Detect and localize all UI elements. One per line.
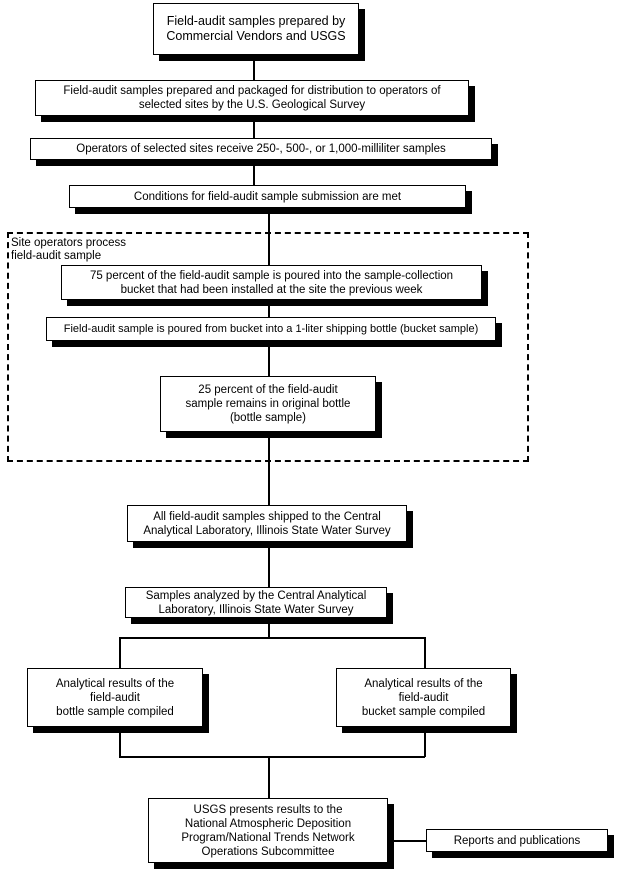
connector-line: [268, 300, 270, 317]
connector-line: [268, 208, 270, 265]
connector-line: [268, 542, 270, 587]
node-packaged-by-usgs: Field-audit samples prepared and package…: [35, 80, 469, 116]
connector-line: [268, 618, 270, 638]
node-prepared-by-vendors: Field-audit samples prepared by Commerci…: [153, 3, 359, 55]
site-operators-group: [7, 232, 529, 462]
group-label-line: Site operators process: [11, 237, 127, 249]
node-text: Reports and publications: [453, 834, 581, 847]
group-label: Site operators process field-audit sampl…: [11, 237, 181, 263]
connector-line: [253, 116, 255, 138]
node-bottle-results: Analytical results of the field-audit bo…: [27, 668, 203, 727]
node-bucket-results: Analytical results of the field-audit bu…: [336, 668, 511, 727]
connector-line: [424, 727, 426, 757]
connector-line: [119, 637, 425, 639]
node-text: Samples analyzed by the Central Analytic…: [145, 589, 367, 616]
node-poured-into-shipping-bottle: Field-audit sample is poured from bucket…: [46, 317, 496, 341]
node-text: Conditions for field-audit sample submis…: [133, 190, 402, 203]
node-poured-75-percent: 75 percent of the field-audit sample is …: [61, 265, 482, 300]
node-text: USGS presents results to the National At…: [181, 803, 355, 858]
connector-line: [268, 756, 270, 798]
connector-line: [119, 756, 425, 758]
connector-line: [253, 55, 255, 80]
connector-line: [253, 160, 255, 185]
node-text: 75 percent of the field-audit sample is …: [89, 269, 454, 296]
node-conditions-met: Conditions for field-audit sample submis…: [69, 185, 466, 208]
node-shipped-to-lab: All field-audit samples shipped to the C…: [127, 505, 407, 542]
connector-line: [268, 341, 270, 376]
node-samples-analyzed: Samples analyzed by the Central Analytic…: [125, 587, 387, 618]
node-operators-receive: Operators of selected sites receive 250-…: [30, 138, 492, 160]
node-text: Field-audit samples prepared and package…: [63, 85, 441, 111]
connector-line: [119, 727, 121, 757]
connector-line: [424, 637, 426, 668]
node-usgs-presents-results: USGS presents results to the National At…: [148, 798, 388, 863]
node-text: Field-audit samples prepared by Commerci…: [166, 14, 346, 43]
node-remains-in-bottle: 25 percent of the field-audit sample rem…: [160, 376, 376, 432]
node-text: Analytical results of the field-audit bu…: [361, 677, 486, 718]
node-text: 25 percent of the field-audit sample rem…: [185, 384, 351, 424]
node-text: All field-audit samples shipped to the C…: [143, 510, 391, 537]
node-reports-publications: Reports and publications: [426, 829, 608, 852]
group-label-line: field-audit sample: [11, 250, 102, 262]
connector-line: [119, 637, 121, 668]
connector-line: [268, 432, 270, 505]
node-text: Analytical results of the field-audit bo…: [55, 677, 175, 718]
node-text: Field-audit sample is poured from bucket…: [63, 323, 479, 335]
connector-line: [388, 840, 428, 842]
node-text: Operators of selected sites receive 250-…: [76, 143, 446, 155]
